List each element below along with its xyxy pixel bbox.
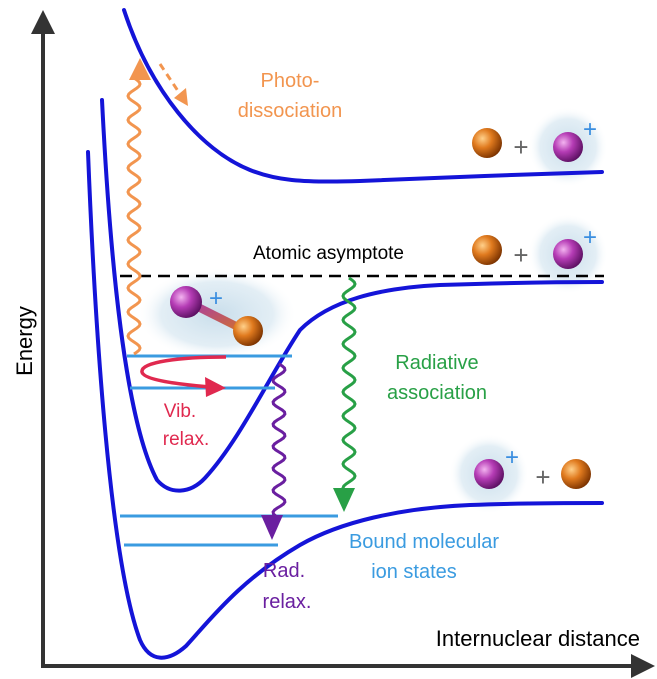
atoms-top: + + xyxy=(472,116,597,162)
molecule-purple-atom xyxy=(170,286,202,318)
photo-dashed-arrowhead xyxy=(174,88,188,106)
low-charge: + xyxy=(505,444,519,471)
y-axis-arrowhead xyxy=(31,10,55,34)
labels: Photo- dissociation Atomic asymptote Rad… xyxy=(12,70,640,651)
low-purple-atom xyxy=(474,459,504,489)
y-axis-label: Energy xyxy=(12,306,37,376)
photo-dashed-arrow xyxy=(158,63,182,95)
rad-relax-label-2: relax. xyxy=(263,591,312,613)
middle-potential-curve xyxy=(100,98,604,493)
mid-orange-atom xyxy=(472,235,502,265)
x-axis-arrowhead xyxy=(631,654,655,678)
top-charge: + xyxy=(583,116,597,143)
rad-relax-arrowhead xyxy=(261,515,283,540)
photodissociation-arrow xyxy=(126,58,188,356)
atoms-mid: + + xyxy=(472,224,597,270)
radiative-association-label-2: association xyxy=(387,382,487,404)
rad-relax-label-1: Rad. xyxy=(263,560,305,582)
potential-curves xyxy=(86,8,604,660)
atomic-asymptote-label: Atomic asymptote xyxy=(253,243,404,264)
low-orange-atom xyxy=(561,459,591,489)
mid-purple-atom xyxy=(553,239,583,269)
low-plus: + xyxy=(535,462,550,492)
bound-states-label-2: ion states xyxy=(371,561,457,583)
vib-relax-label-1: Vib. xyxy=(164,401,196,422)
radiative-association-label-1: Radiative xyxy=(395,352,478,374)
molecular-ion: + xyxy=(170,285,263,346)
vibrational-relaxation-arrow xyxy=(140,355,227,397)
radiative-association-arrow xyxy=(333,276,357,512)
mid-charge: + xyxy=(583,224,597,251)
photodissociation-label-1: Photo- xyxy=(261,70,320,92)
radiative-relaxation-arrow xyxy=(261,362,287,540)
photodissociation-label-2: dissociation xyxy=(238,100,343,122)
molecule-charge: + xyxy=(209,285,223,312)
top-purple-atom xyxy=(553,132,583,162)
vib-arrowhead xyxy=(205,377,226,397)
photo-arrowhead xyxy=(129,58,151,80)
molecule-orange-atom xyxy=(233,316,263,346)
top-orange-atom xyxy=(472,128,502,158)
x-axis-label: Internuclear distance xyxy=(436,626,640,651)
top-plus: + xyxy=(513,132,528,162)
vib-relax-label-2: relax. xyxy=(163,429,209,450)
bound-states-label-1: Bound molecular xyxy=(349,531,499,553)
mid-plus: + xyxy=(513,240,528,270)
ground-potential-curve xyxy=(86,150,604,660)
atoms-low: + + xyxy=(474,444,591,492)
axes xyxy=(31,10,655,678)
radiative-arrowhead xyxy=(333,488,355,512)
repulsive-curve xyxy=(122,8,604,184)
